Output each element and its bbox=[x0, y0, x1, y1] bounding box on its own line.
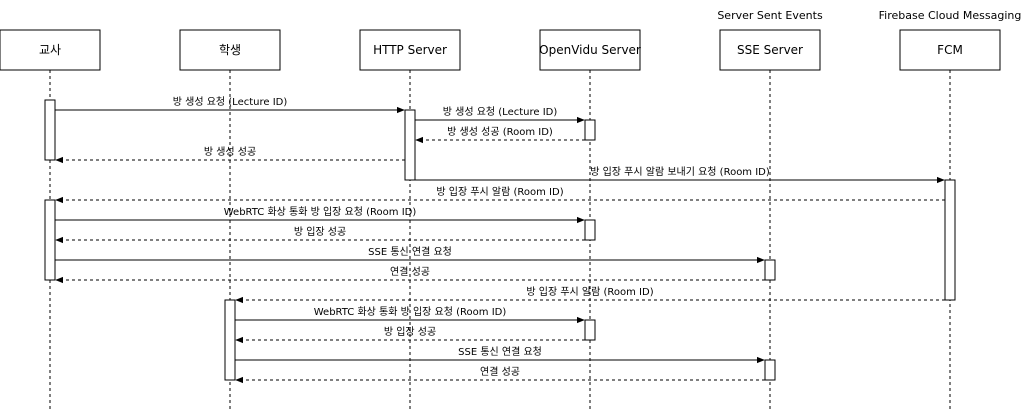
message-label: WebRTC 화상 통화 방 입장 요청 (Room ID) bbox=[314, 305, 507, 318]
message-label: 방 입장 푸시 알람 보내기 요청 (Room ID) bbox=[590, 165, 770, 178]
participant-label: OpenVidu Server bbox=[539, 43, 641, 57]
message-label: 방 입장 푸시 알람 (Room ID) bbox=[436, 185, 563, 198]
activation-sse-2 bbox=[764, 359, 776, 381]
activation-http bbox=[404, 109, 416, 181]
message-label: WebRTC 화상 통화 방 입장 요청 (Room ID) bbox=[224, 205, 417, 218]
participant-http: HTTP Server bbox=[359, 29, 461, 71]
activation-teacher-1 bbox=[44, 99, 56, 161]
participant-note: Firebase Cloud Messaging bbox=[879, 9, 1022, 22]
message-label: 방 입장 푸시 알람 (Room ID) bbox=[526, 285, 653, 298]
activation-fcm bbox=[944, 179, 956, 301]
participant-label: 교사 bbox=[39, 43, 61, 57]
message-label: 방 생성 성공 bbox=[204, 146, 256, 158]
participant-sse: SSE Server Server Sent Events bbox=[717, 9, 823, 71]
participant-label: HTTP Server bbox=[373, 43, 447, 57]
participant-headers: 교사 학생 HTTP Server OpenVidu Server SSE Se… bbox=[0, 9, 1022, 71]
activation-openvidu-3 bbox=[584, 319, 596, 341]
participant-label: SSE Server bbox=[737, 43, 803, 57]
activation-openvidu-2 bbox=[584, 219, 596, 241]
activation-student bbox=[224, 299, 236, 381]
message-label: 연결 성공 bbox=[390, 266, 430, 278]
activation-openvidu-1 bbox=[584, 119, 596, 141]
participant-student: 학생 bbox=[179, 29, 281, 71]
activation-bars bbox=[44, 99, 956, 381]
message-label: 방 생성 성공 (Room ID) bbox=[447, 126, 553, 138]
participant-note: Server Sent Events bbox=[717, 9, 823, 22]
message-label: 방 생성 요청 (Lecture ID) bbox=[443, 106, 558, 118]
participant-fcm: FCM Firebase Cloud Messaging bbox=[879, 9, 1022, 71]
message-label: 연결 성공 bbox=[480, 366, 520, 378]
participant-teacher: 교사 bbox=[0, 29, 101, 71]
message-label: 방 생성 요청 (Lecture ID) bbox=[173, 96, 288, 108]
participant-label: 학생 bbox=[219, 43, 241, 57]
messages bbox=[55, 106, 945, 384]
message-label: SSE 통신 연결 요청 bbox=[368, 246, 452, 258]
participant-label: FCM bbox=[937, 43, 963, 57]
activation-sse-1 bbox=[764, 259, 776, 281]
message-label: 방 입장 성공 bbox=[294, 225, 346, 238]
message-label: SSE 통신 연결 요청 bbox=[458, 346, 542, 358]
message-labels: 방 생성 요청 (Lecture ID) 방 생성 요청 (Lecture ID… bbox=[173, 96, 770, 378]
message-label: 방 입장 성공 bbox=[384, 325, 436, 338]
participant-openvidu: OpenVidu Server bbox=[539, 29, 641, 71]
activation-teacher-2 bbox=[44, 199, 56, 281]
